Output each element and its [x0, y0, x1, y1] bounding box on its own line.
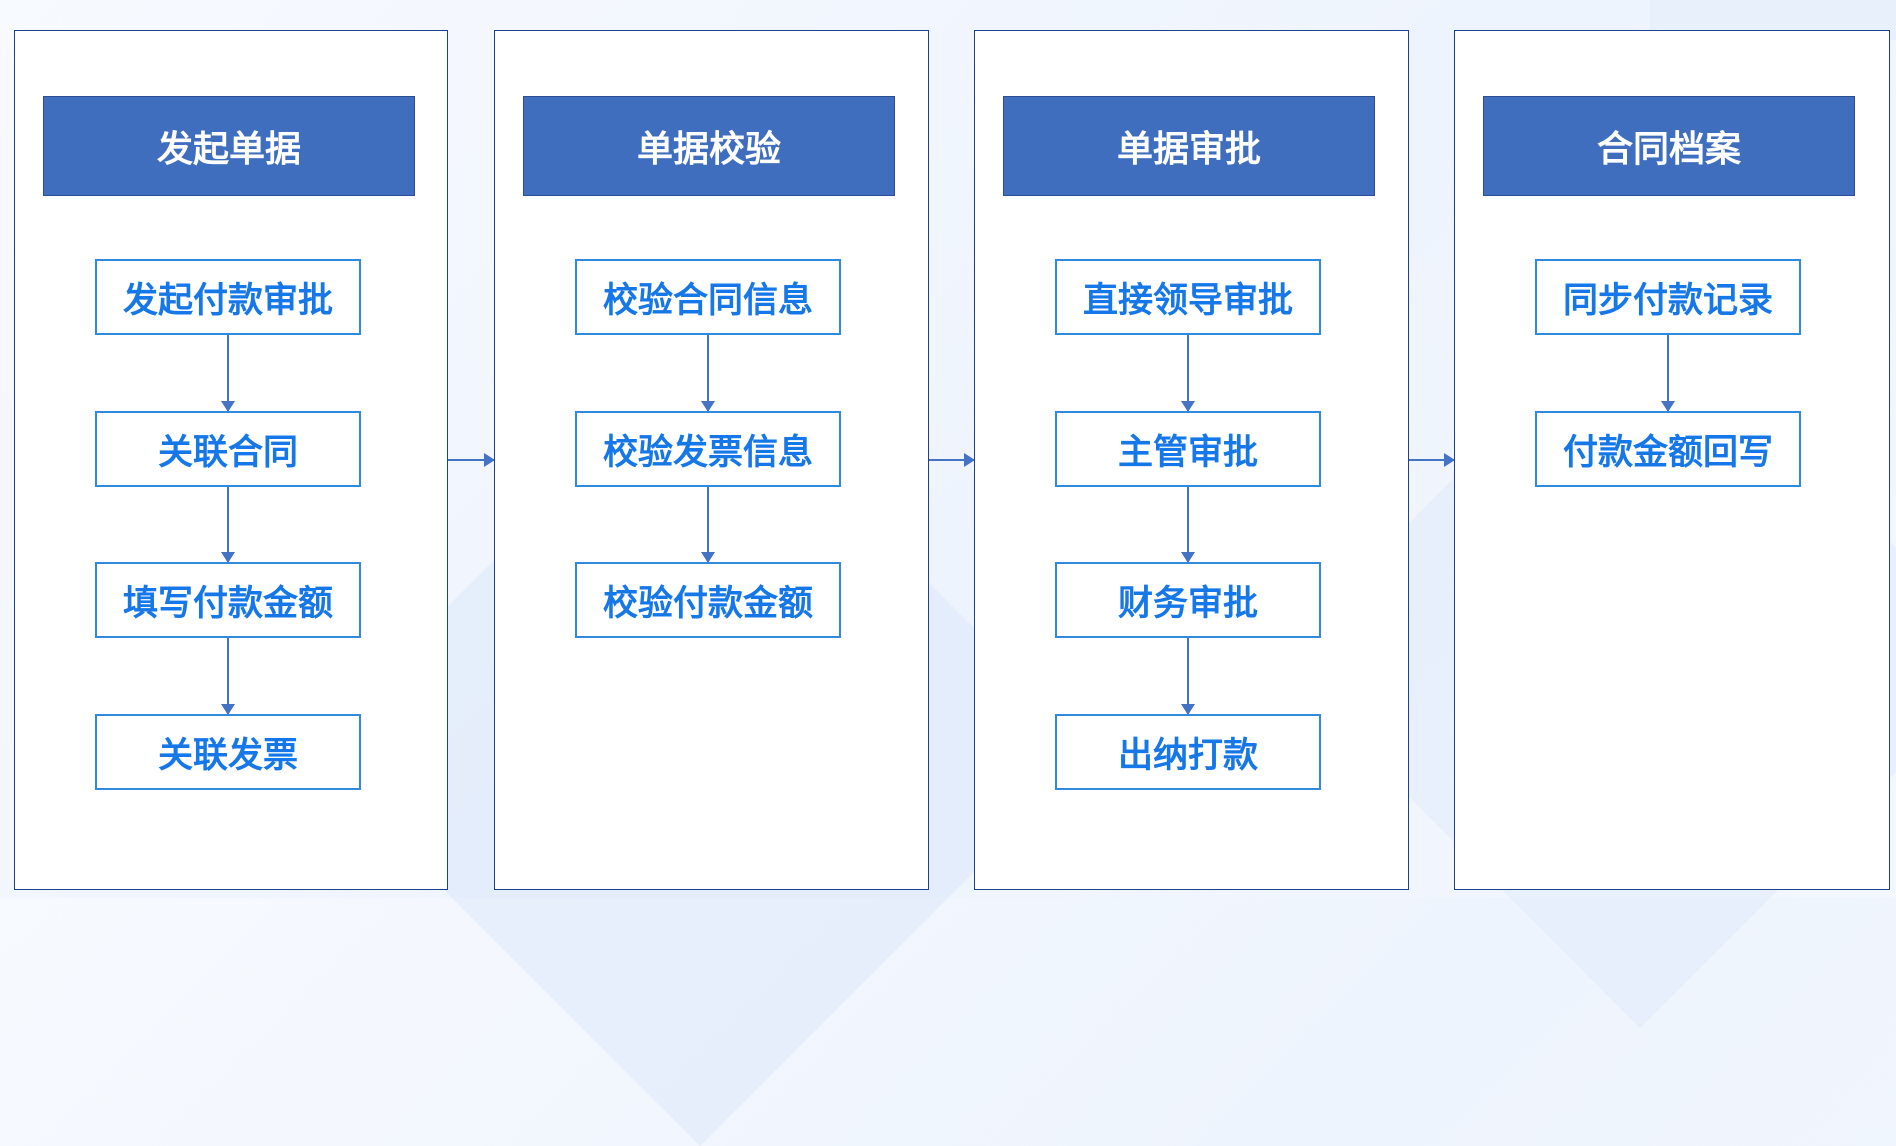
step-node: 直接领导审批	[1055, 259, 1321, 335]
step-connector-arrow	[1181, 335, 1195, 412]
step-node: 发起付款审批	[95, 259, 361, 335]
stage-connector-arrow	[1409, 453, 1455, 467]
stage-initiate-document: 发起单据 发起付款审批 关联合同 填写付款金额 关联发票	[14, 30, 448, 890]
stage-title: 合同档案	[1483, 96, 1855, 196]
step-node: 填写付款金额	[95, 562, 361, 638]
step-connector-arrow	[1181, 638, 1195, 715]
step-connector-arrow	[701, 487, 715, 563]
step-node: 主管审批	[1055, 411, 1321, 487]
step-node: 校验合同信息	[575, 259, 841, 335]
stage-title: 单据审批	[1003, 96, 1375, 196]
stage-document-verification: 单据校验 校验合同信息 校验发票信息 校验付款金额	[494, 30, 929, 890]
step-node: 财务审批	[1055, 562, 1321, 638]
stage-contract-archive: 合同档案 同步付款记录 付款金额回写	[1454, 30, 1890, 890]
step-node: 出纳打款	[1055, 714, 1321, 790]
step-node: 校验付款金额	[575, 562, 841, 638]
step-connector-arrow	[221, 335, 235, 412]
stage-title: 发起单据	[43, 96, 415, 196]
stage-connector-arrow	[929, 453, 975, 467]
step-connector-arrow	[1181, 487, 1195, 563]
step-connector-arrow	[1661, 335, 1675, 412]
step-connector-arrow	[221, 638, 235, 715]
step-connector-arrow	[701, 335, 715, 412]
stage-title: 单据校验	[523, 96, 895, 196]
step-connector-arrow	[221, 487, 235, 563]
step-node: 付款金额回写	[1535, 411, 1801, 487]
stage-connector-arrow	[448, 453, 495, 467]
step-node: 校验发票信息	[575, 411, 841, 487]
step-node: 关联发票	[95, 714, 361, 790]
step-node: 关联合同	[95, 411, 361, 487]
stage-document-approval: 单据审批 直接领导审批 主管审批 财务审批 出纳打款	[974, 30, 1409, 890]
step-node: 同步付款记录	[1535, 259, 1801, 335]
